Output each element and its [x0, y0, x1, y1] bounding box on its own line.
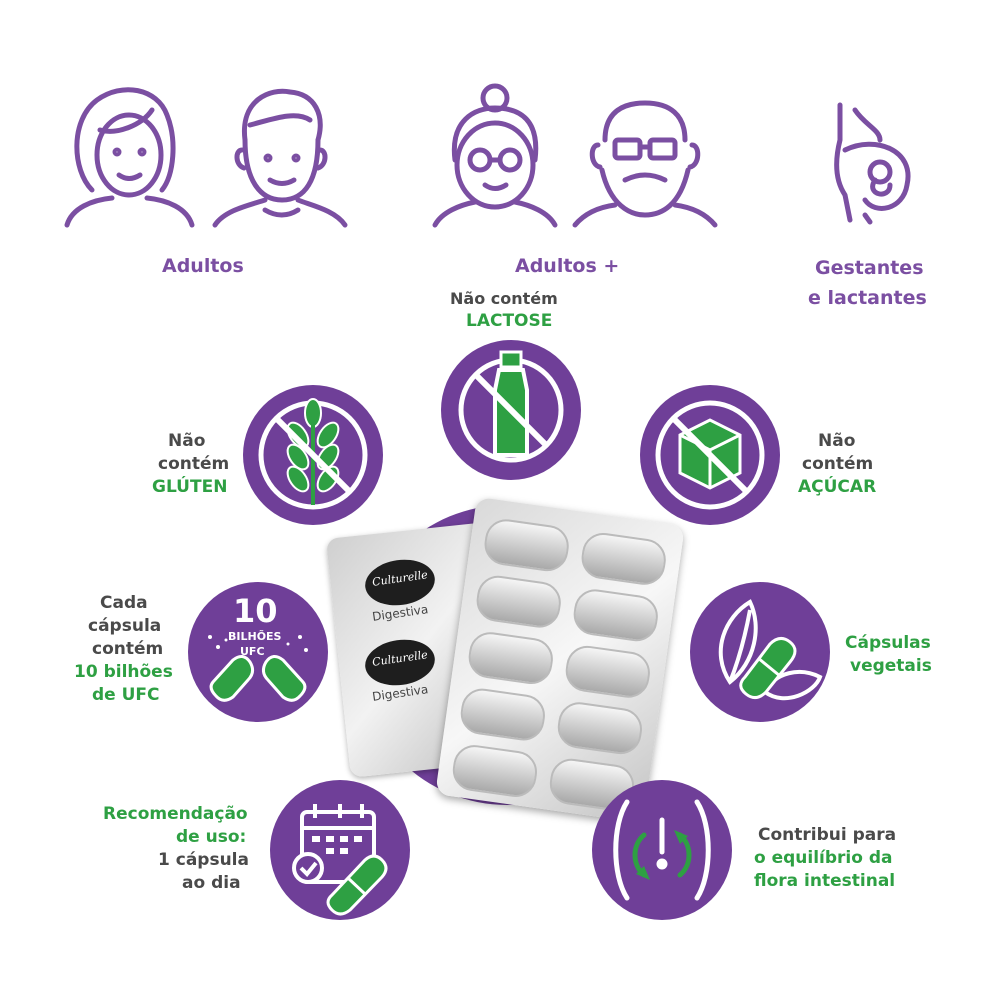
- dosage-label-line1: Recomendação: [103, 804, 248, 824]
- flora-label-line3: flora intestinal: [754, 871, 896, 891]
- lactose-label-line1: Não contém: [450, 289, 558, 308]
- audience-pregnant-line2: e lactantes: [808, 287, 927, 309]
- cfu-label-line2: cápsula: [88, 616, 162, 636]
- gluten-label-line1: Não: [168, 431, 206, 451]
- vegetal-label-line2: vegetais: [850, 656, 932, 676]
- pregnant-woman-icon: [834, 102, 911, 225]
- calendar-capsule-icon: [292, 804, 388, 916]
- no-gluten-wheat-icon: [258, 398, 368, 510]
- sugar-label-line2: contém: [802, 454, 874, 474]
- open-capsule-icon: [208, 635, 308, 702]
- cfu-label-line5: de UFC: [92, 685, 160, 705]
- audience-adults: Adultos: [162, 255, 244, 277]
- vegetal-capsule-leaf-icon: [718, 599, 823, 701]
- lactose-label-line2: LACTOSE: [466, 311, 553, 331]
- sugar-label-line1: Não: [818, 431, 856, 451]
- cfu-label-line4: 10 bilhões: [74, 662, 173, 682]
- vegetal-label-line1: Cápsulas: [845, 633, 931, 653]
- no-sugar-cube-icon: [655, 400, 765, 510]
- cfu-label-line1: Cada: [100, 593, 148, 613]
- cfu-badge-number: 10: [233, 592, 278, 630]
- vegetal-badge: [690, 582, 830, 722]
- flora-label-line1: Contribui para: [758, 825, 897, 845]
- blister-front: [435, 496, 685, 824]
- elderly-man-icon: [572, 100, 718, 228]
- elderly-woman-icon: [432, 83, 558, 228]
- gluten-label-line3: GLÚTEN: [152, 477, 228, 497]
- dosage-label-line4: ao dia: [182, 873, 241, 893]
- adult-woman-icon: [64, 87, 195, 228]
- sugar-label-line3: AÇÚCAR: [798, 477, 877, 497]
- intestinal-flora-icon: [613, 799, 711, 901]
- cfu-badge-line2: UFC: [240, 645, 265, 658]
- cfu-badge-line1: BILHÕES: [228, 630, 282, 643]
- gluten-label-line2: contém: [158, 454, 230, 474]
- audience-adults-plus: Adultos +: [515, 255, 620, 277]
- audience-pregnant-line1: Gestantes: [815, 257, 924, 279]
- flora-label-line2: o equilíbrio da: [754, 848, 893, 868]
- cfu-badge: [188, 582, 328, 722]
- dosage-label-line2: de uso:: [176, 827, 247, 847]
- adult-man-icon: [212, 88, 348, 228]
- dosage-label-line3: 1 cápsula: [158, 850, 249, 870]
- no-lactose-bottle-icon: [458, 350, 564, 463]
- cfu-label-line3: contém: [92, 639, 164, 659]
